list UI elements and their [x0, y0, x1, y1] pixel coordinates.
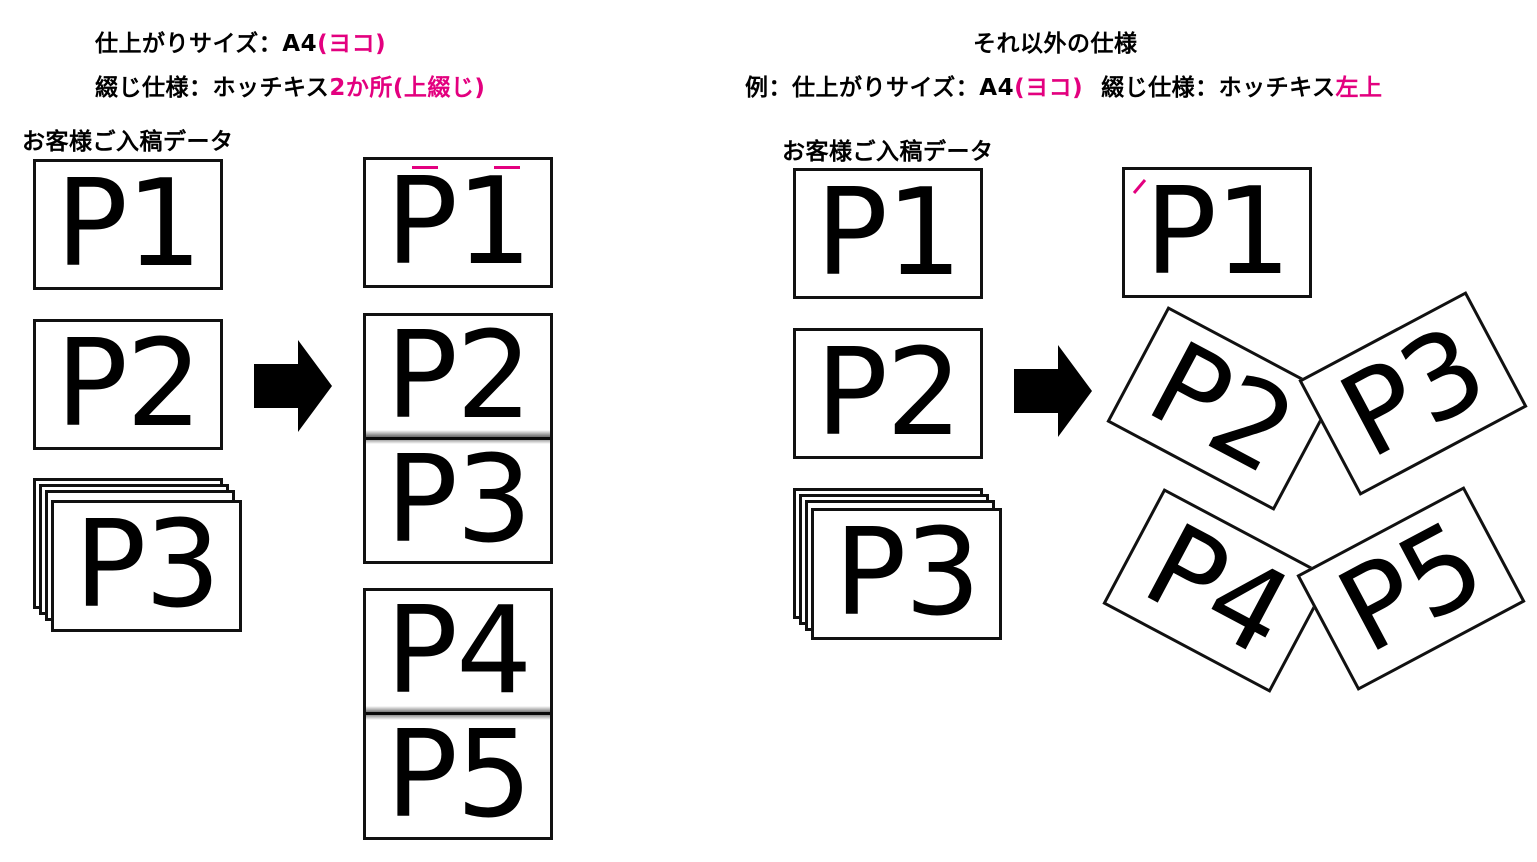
- right-result-page-5: P5: [1296, 486, 1526, 691]
- left-spec-size-highlight: (ヨコ): [317, 31, 387, 57]
- right-spec-line: 例：仕上がりサイズ：A4(ヨコ) 綴じ仕様：ホッチキス左上: [745, 68, 1382, 102]
- left-result-page-5: P5: [363, 712, 553, 840]
- right-arrow-icon: [1014, 345, 1092, 437]
- right-heading: それ以外の仕様: [973, 31, 1138, 57]
- page-label: P3: [1320, 301, 1506, 485]
- right-source-page-3: P3: [811, 508, 1002, 640]
- left-source-page-3: P3: [51, 500, 242, 632]
- binding-fold-shadow: [366, 706, 550, 720]
- staple-mark-icon: [1132, 179, 1147, 194]
- page-label: P3: [834, 504, 981, 643]
- left-spec-binding-highlight: 2か所(上綴じ): [329, 75, 486, 101]
- left-spec-line-2: 綴じ仕様：ホッチキス2か所(上綴じ): [95, 68, 485, 102]
- page-label: P3: [74, 496, 221, 635]
- left-source-caption: お客様ご入稿データ: [22, 129, 234, 155]
- page-label: P1: [1144, 162, 1292, 302]
- right-result-page-3: P3: [1298, 291, 1528, 496]
- page-label: P2: [55, 314, 203, 454]
- left-result-page-3: P3: [363, 437, 553, 564]
- right-arrow-icon: [254, 340, 332, 432]
- left-result-page-2: P2: [363, 313, 553, 441]
- right-source-page-1: P1: [793, 168, 983, 299]
- left-spec-size-text: 仕上がりサイズ：A4: [95, 31, 318, 57]
- page-label: P4: [1124, 498, 1310, 682]
- left-result-page-1: P1: [363, 157, 553, 288]
- right-result-page-2: P2: [1106, 306, 1336, 511]
- page-label: P1: [385, 152, 533, 292]
- page-label: P4: [385, 582, 533, 721]
- left-spec-binding-text: 綴じ仕様：ホッチキス: [95, 75, 330, 101]
- left-result-page-4: P4: [363, 588, 553, 716]
- right-result-page-1: P1: [1122, 167, 1312, 298]
- page-label: P5: [1318, 496, 1504, 680]
- staple-mark-icon: [412, 166, 438, 169]
- right-result-page-4: P4: [1102, 488, 1332, 693]
- page-label: P2: [815, 323, 963, 463]
- page-label: P5: [385, 706, 533, 845]
- left-spec-line-1: 仕上がりサイズ：A4(ヨコ): [95, 24, 386, 58]
- page-label: P1: [815, 163, 963, 303]
- right-source-caption: お客様ご入稿データ: [782, 139, 994, 165]
- page-label: P2: [385, 307, 533, 446]
- page-label: P2: [1128, 316, 1314, 500]
- left-source-page-1: P1: [33, 159, 223, 290]
- left-source-page-2: P2: [33, 319, 223, 450]
- right-spec-size-highlight: (ヨコ): [1014, 75, 1084, 101]
- staple-mark-icon: [494, 166, 520, 169]
- right-source-page-2: P2: [793, 328, 983, 459]
- right-spec-binding-highlight: 左上: [1335, 75, 1383, 101]
- page-label: P1: [55, 154, 203, 294]
- right-spec-binding-text: 綴じ仕様：ホッチキス: [1101, 75, 1336, 101]
- right-spec-size-text: 例：仕上がりサイズ：A4: [745, 75, 1015, 101]
- binding-fold-shadow: [366, 430, 550, 444]
- page-label: P3: [385, 430, 533, 570]
